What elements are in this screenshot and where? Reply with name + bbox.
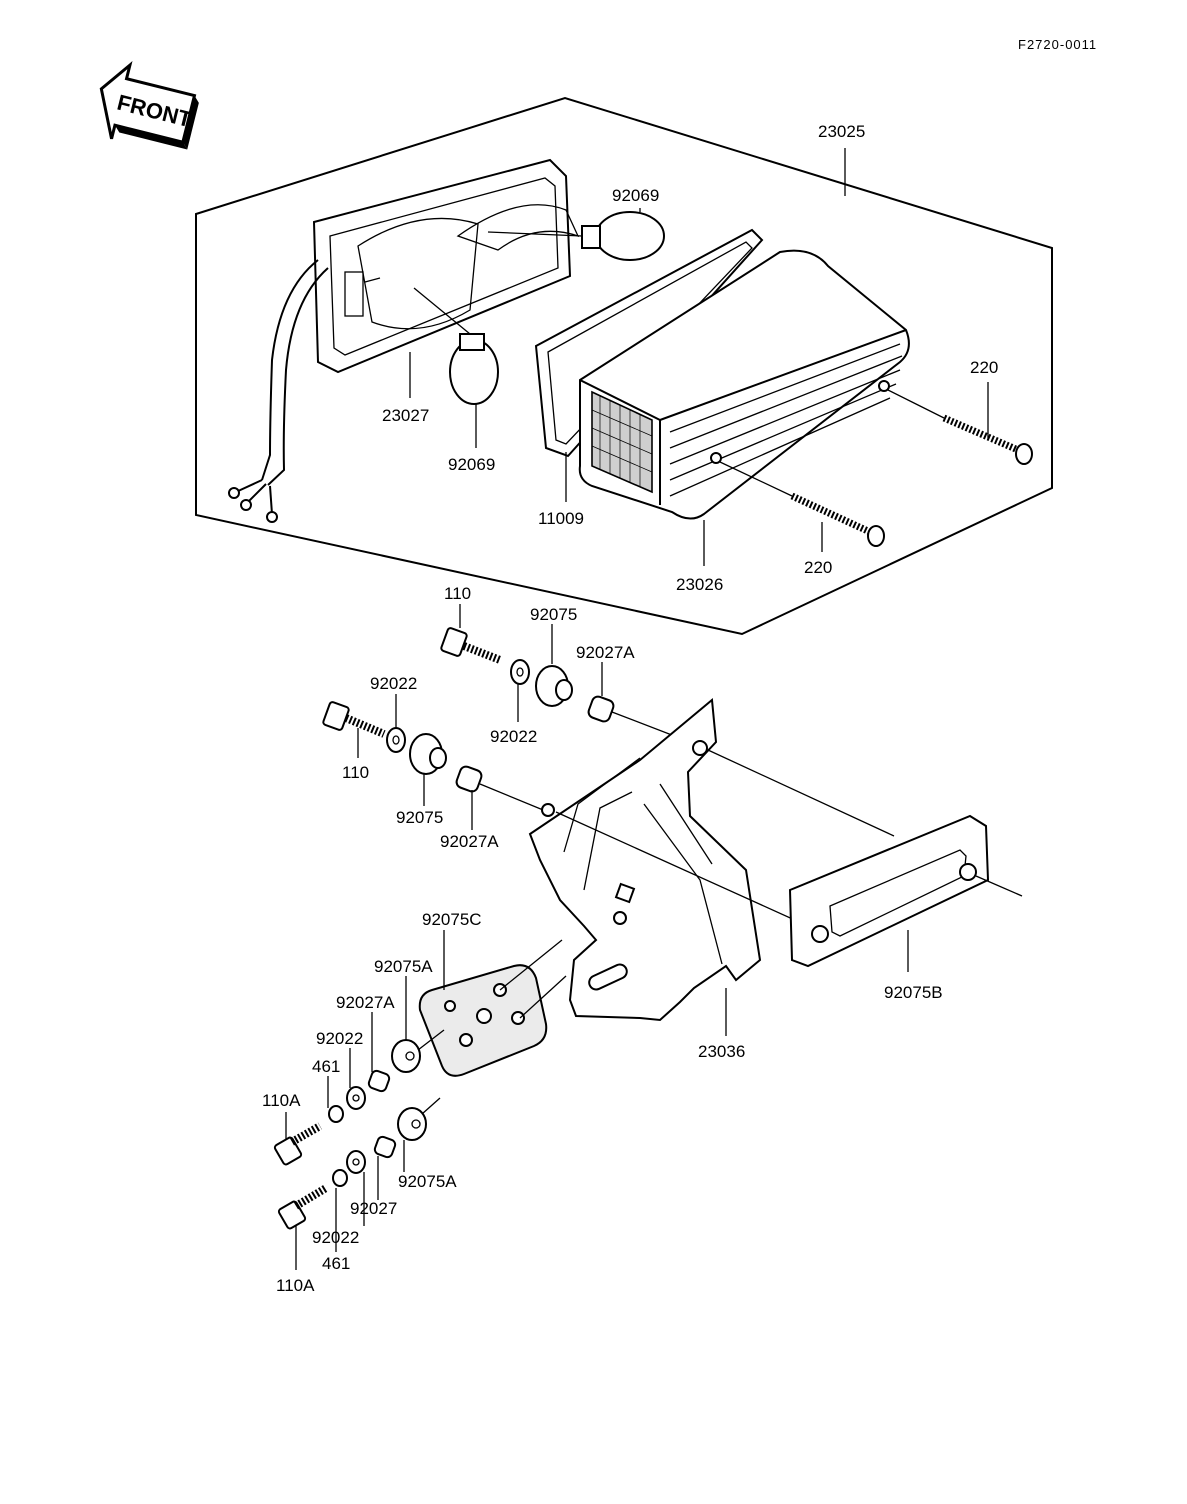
bolt-110-upper-icon	[440, 627, 502, 664]
part-number-92027: 92027	[350, 1199, 397, 1218]
collar-92027-icon	[373, 1135, 397, 1159]
part-number-110-upper: 110	[444, 584, 471, 603]
bolt-110A-lower-icon	[277, 1184, 329, 1230]
figure-code: F2720-0011	[1018, 37, 1097, 52]
bolt-110A-upper-icon	[273, 1122, 322, 1166]
part-number-92075B: 92075B	[884, 983, 943, 1002]
washer-92022-middle-icon	[386, 727, 406, 753]
part-number-11009: 11009	[538, 509, 584, 528]
part-number-92075A-lower: 92075A	[398, 1172, 457, 1191]
part-number-110A-lower: 110A	[276, 1276, 315, 1295]
collar-92027A-upper-icon	[587, 695, 691, 743]
part-number-92022-middle: 92022	[370, 674, 417, 693]
part-number-92027A-lower: 92027A	[336, 993, 395, 1012]
grommet-92075A-lower-icon	[397, 1097, 441, 1141]
part-number-110-middle: 110	[342, 763, 369, 782]
collar-92027A-middle-icon	[455, 765, 549, 813]
bolt-110-middle-icon	[322, 701, 386, 738]
part-number-92075C: 92075C	[422, 910, 482, 929]
part-number-92022-upper: 92022	[490, 727, 537, 746]
part-number-461-upper: 461	[312, 1057, 340, 1076]
license-plate-pad-92075C	[418, 939, 567, 1077]
lock-washer-461-lower-icon	[332, 1169, 348, 1187]
part-number-23036: 23036	[698, 1042, 745, 1061]
screw-lower-icon	[719, 461, 885, 547]
lock-washer-461-upper-icon	[328, 1105, 344, 1123]
part-number-110A-upper: 110A	[262, 1091, 301, 1110]
part-number-92075-middle: 92075	[396, 808, 443, 827]
grommet-92075A-upper-icon	[391, 1029, 445, 1073]
part-number-92022-lower-a: 92022	[316, 1029, 363, 1048]
part-number-92027A-middle: 92027A	[440, 832, 499, 851]
part-number-92069-lower: 92069	[448, 455, 495, 474]
lamp-base-housing	[228, 158, 580, 523]
front-direction-icon: FRONT	[99, 60, 199, 150]
part-number-23026: 23026	[676, 575, 723, 594]
washer-92022-lower-a-icon	[346, 1086, 366, 1110]
part-number-220-upper: 220	[970, 358, 998, 377]
washer-92022-lower-b-icon	[346, 1150, 366, 1174]
screw-upper-icon	[887, 389, 1033, 465]
bulb-upper-icon	[487, 211, 665, 261]
grommet-92075-upper-icon	[535, 665, 573, 707]
part-number-92075-upper: 92075	[530, 605, 577, 624]
part-number-92075A-upper: 92075A	[374, 957, 433, 976]
part-number-461-lower: 461	[322, 1254, 350, 1273]
part-number-23025: 23025	[818, 122, 865, 141]
part-number-23027: 23027	[382, 406, 429, 425]
bulb-lower-icon	[413, 287, 499, 405]
part-number-92069-upper: 92069	[612, 186, 659, 205]
rubber-pad-92075B	[788, 814, 1023, 968]
tail-lamp-assembly-outline	[195, 96, 1053, 636]
collar-92027A-lower-icon	[367, 1069, 391, 1093]
part-number-92027A-upper: 92027A	[576, 643, 635, 662]
part-number-92022-lower-b: 92022	[312, 1228, 359, 1247]
mounting-bracket	[528, 698, 895, 1022]
grommet-92075-middle-icon	[409, 733, 447, 775]
part-number-220-lower: 220	[804, 558, 832, 577]
washer-92022-upper-icon	[510, 659, 530, 685]
tail-lamp-lens	[578, 249, 910, 520]
